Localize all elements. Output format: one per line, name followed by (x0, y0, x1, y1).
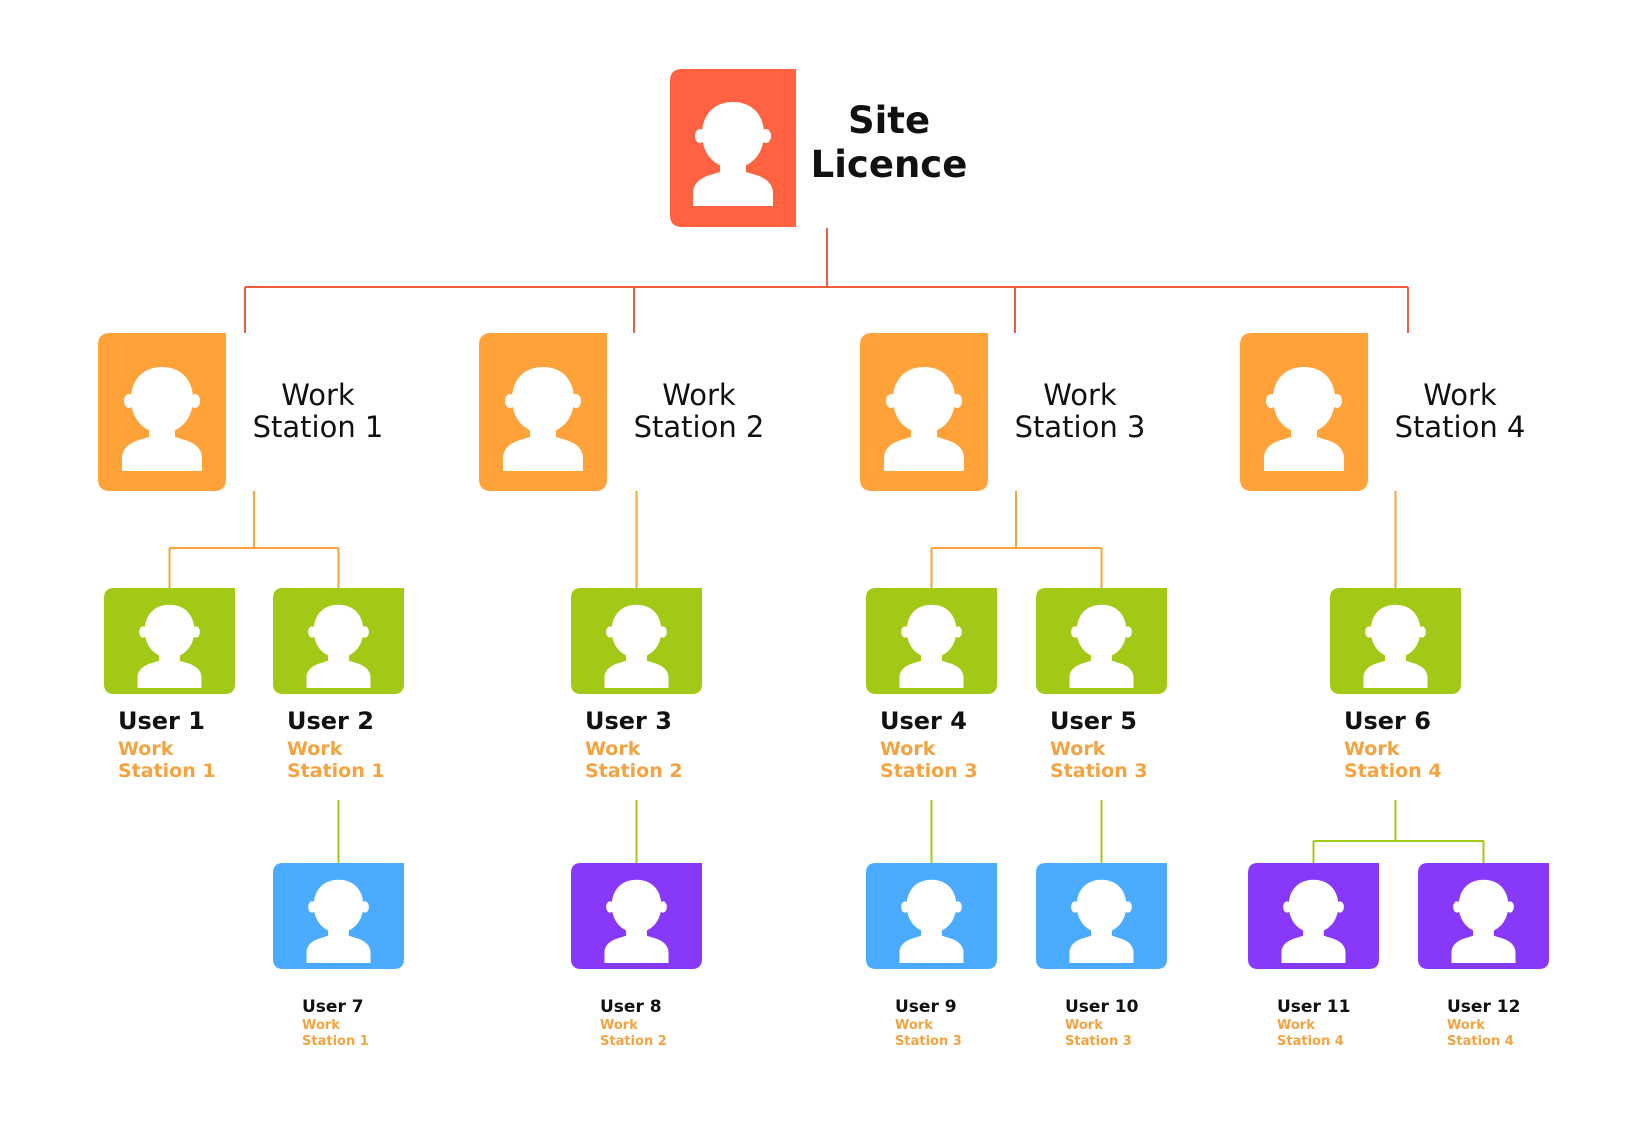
user-workstation-line2: Station 3 (880, 760, 978, 782)
user-name: User 7 (302, 997, 364, 1017)
workstation-label-line1: Work (1423, 378, 1497, 412)
user-workstation-line1: Work (118, 738, 174, 760)
user-name: User 1 (118, 707, 205, 735)
user-name: User 2 (287, 707, 374, 735)
user-workstation-line2: Station 3 (895, 1034, 962, 1049)
user-workstation-line2: Station 2 (585, 760, 683, 782)
user-workstation-line2: Station 4 (1344, 760, 1442, 782)
user-workstation-line2: Station 3 (1065, 1034, 1132, 1049)
user-workstation-line1: Work (302, 1018, 340, 1033)
workstation-label-line2: Station 3 (1015, 410, 1146, 444)
user-name: User 11 (1277, 997, 1350, 1017)
user-name: User 6 (1344, 707, 1431, 735)
user-workstation-line2: Station 1 (302, 1034, 369, 1049)
workstation-label-line2: Station 1 (253, 410, 384, 444)
site-licence-title-line2: Licence (811, 143, 968, 186)
user-name: User 12 (1447, 997, 1520, 1017)
user-workstation-line2: Station 1 (287, 760, 385, 782)
user-workstation-line1: Work (1344, 738, 1400, 760)
connector-lines (168, 228, 1485, 863)
user-workstation-line2: Station 4 (1277, 1034, 1344, 1049)
user-name: User 5 (1050, 707, 1137, 735)
user-name: User 8 (600, 997, 662, 1017)
workstation-label-line1: Work (662, 378, 736, 412)
user-workstation-line1: Work (287, 738, 343, 760)
workstation-label-line2: Station 2 (634, 410, 765, 444)
user-name: User 4 (880, 707, 967, 735)
workstation-label-line1: Work (281, 378, 355, 412)
user-workstation-line2: Station 4 (1447, 1034, 1514, 1049)
user-workstation-line2: Station 1 (118, 760, 216, 782)
user-workstation-line1: Work (600, 1018, 638, 1033)
user-workstation-line2: Station 2 (600, 1034, 667, 1049)
site-licence-title-line1: Site (848, 99, 930, 142)
user-name: User 3 (585, 707, 672, 735)
user-workstation-line1: Work (1447, 1018, 1485, 1033)
user-workstation-line2: Station 3 (1050, 760, 1148, 782)
user-workstation-line1: Work (585, 738, 641, 760)
user-workstation-line1: Work (880, 738, 936, 760)
user-workstation-line1: Work (1050, 738, 1106, 760)
workstation-label-line1: Work (1043, 378, 1117, 412)
user-workstation-line1: Work (1065, 1018, 1103, 1033)
user-workstation-line1: Work (895, 1018, 933, 1033)
user-workstation-line1: Work (1277, 1018, 1315, 1033)
workstation-label-line2: Station 4 (1395, 410, 1526, 444)
user-name: User 10 (1065, 997, 1139, 1017)
site-licence-node: Site Licence (670, 69, 967, 227)
user-name: User 9 (895, 997, 957, 1017)
